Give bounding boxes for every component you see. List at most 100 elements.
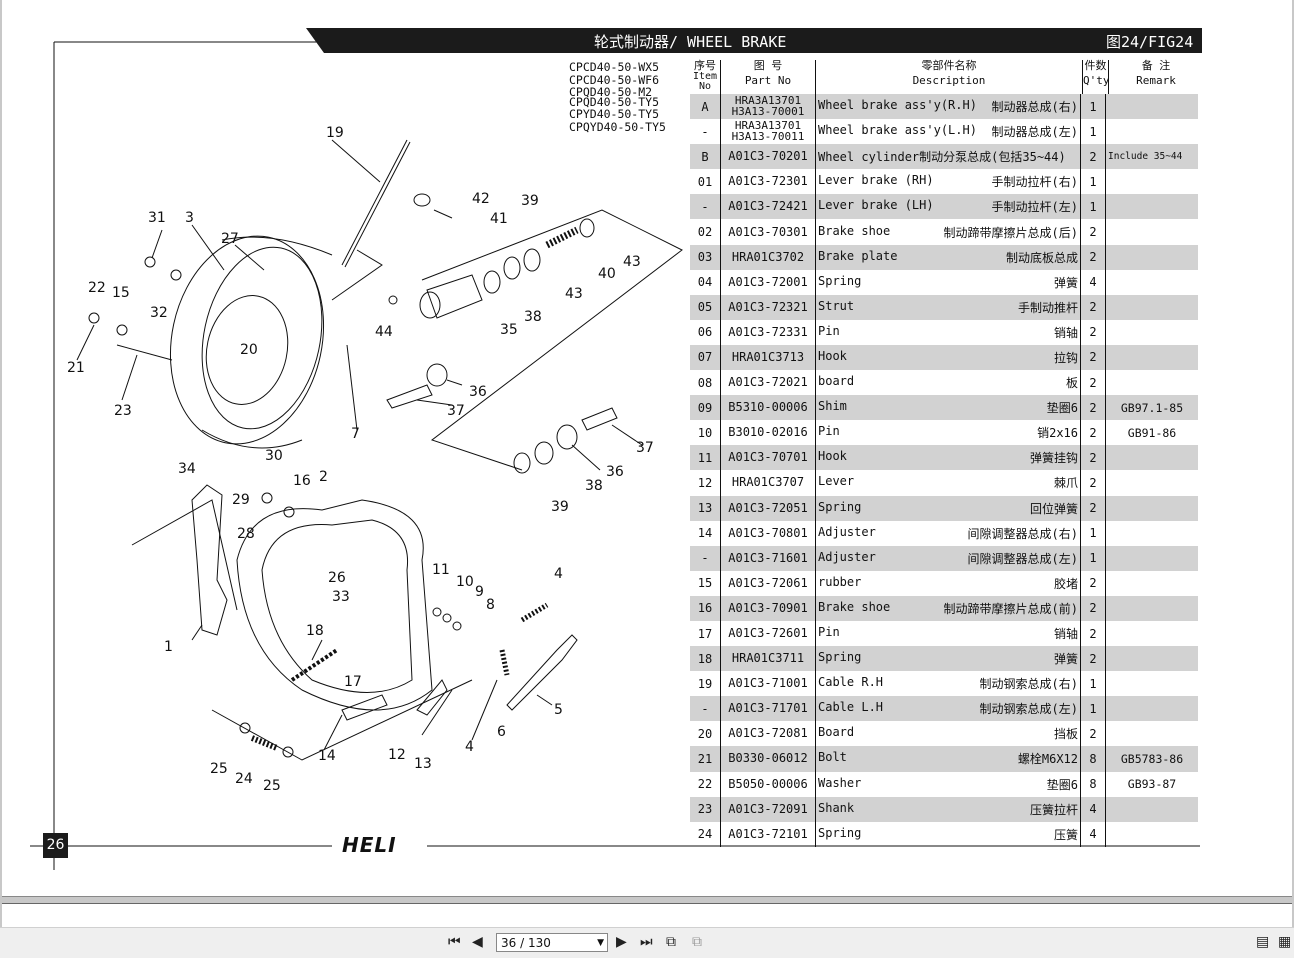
description-cn: 销2x16 <box>1037 426 1078 441</box>
description-cn: 螺栓M6X12 <box>1017 752 1078 767</box>
part-number-cell: A01C3-71601 <box>720 545 816 571</box>
part-number-cell: B3010-02016 <box>720 420 816 446</box>
callout-label: 37 <box>447 403 465 419</box>
item-no: 04 <box>697 275 713 290</box>
col-desc-cn: 零部件名称 <box>921 59 977 72</box>
part-number-cell: A01C3-70901 <box>720 595 816 621</box>
callout-label: 18 <box>306 623 324 639</box>
quantity: 2 <box>1080 244 1106 270</box>
description-cell: Lever brake (LH)手制动拉杆(左) <box>815 194 1081 220</box>
part-number-cell: A01C3-70701 <box>720 445 816 471</box>
description-cn: 压簧拉杆 <box>1029 802 1078 817</box>
quantity: 4 <box>1080 269 1106 295</box>
part-number: A01C3-71701 <box>728 701 808 716</box>
quantity: 2 <box>1080 721 1106 747</box>
description-cn: 销轴 <box>1053 627 1078 642</box>
item-no: B <box>690 144 721 170</box>
parts-table-header: 序号 Item No 图 号 Part No 零部件名称 Description… <box>690 56 1202 96</box>
quantity: 4 <box>1080 796 1106 822</box>
chevron-down-icon: ▼ <box>597 938 604 948</box>
brand-logo: HELI <box>342 833 397 857</box>
item-no: 19 <box>697 676 713 691</box>
quantity: 2 <box>1080 395 1106 421</box>
part-number: A01C3-70201 <box>728 149 808 164</box>
part-number: A01C3-72331 <box>728 324 808 339</box>
part-number: HRA01C3702 <box>731 249 805 264</box>
figure-number: 图24/FIG24 <box>1106 33 1194 51</box>
description-en: Wheel brake ass'y(R.H) <box>818 98 977 113</box>
callout-label: 43 <box>565 286 583 302</box>
page-title: 轮式制动器/ WHEEL BRAKE <box>594 33 787 51</box>
quantity: 1 <box>1080 194 1106 220</box>
last-page-icon[interactable]: ⏭ <box>640 934 653 950</box>
remark <box>1105 94 1198 120</box>
remark <box>1105 721 1198 747</box>
part-number-cell: A01C3-72001 <box>720 269 816 295</box>
item-no: - <box>690 545 721 571</box>
first-page-icon[interactable]: ⏮ <box>448 934 461 950</box>
part-number: A01C3-72421 <box>728 199 808 214</box>
col-rem-cn: 备 注 <box>1141 59 1171 72</box>
remark <box>1105 319 1198 345</box>
part-number: A01C3-70901 <box>728 600 808 615</box>
prev-page-icon[interactable]: ◀ <box>472 934 483 950</box>
quantity: 4 <box>1080 821 1106 847</box>
part-number: A01C3-72001 <box>728 274 808 289</box>
description-en: Shank <box>818 800 855 815</box>
remark <box>1105 495 1198 521</box>
part-number-cell: HRA01C3702 <box>720 244 816 270</box>
callout-label: 38 <box>585 478 603 494</box>
callout-label: 17 <box>344 674 362 690</box>
part-number-alt: H3A13-70011 <box>731 129 805 143</box>
part-number-cell: HRA01C3711 <box>720 646 816 672</box>
description-cn: 制动钢索总成(左) <box>979 702 1078 717</box>
quantity: 2 <box>1080 420 1106 446</box>
item-no: 10 <box>697 425 713 440</box>
next-page-icon[interactable]: ▶ <box>616 934 627 950</box>
quantity: 2 <box>1080 370 1106 396</box>
part-number: HRA01C3711 <box>731 651 805 666</box>
remark: GB91-86 <box>1105 420 1198 446</box>
description-en: Adjuster <box>818 549 876 564</box>
item-no: 09 <box>690 395 721 421</box>
col-pn-cn: 图 号 <box>753 59 783 72</box>
item-no: 18 <box>690 646 721 672</box>
remark <box>1105 671 1198 697</box>
description-en: Board <box>818 725 855 740</box>
quantity: 2 <box>1080 445 1106 471</box>
quantity: 2 <box>1080 294 1106 320</box>
description-en: Pin <box>818 323 840 338</box>
part-number: B0330-06012 <box>728 751 808 766</box>
part-number: A01C3-71001 <box>728 676 808 691</box>
model-item: CPCD40-50-WX5 <box>569 60 660 74</box>
col-pn-en: Part No <box>744 74 792 87</box>
callout-label: 6 <box>497 724 506 740</box>
item-no: 22 <box>697 777 713 792</box>
callout-label: 1 <box>164 639 173 655</box>
part-number: B5050-00006 <box>728 776 808 791</box>
part-number: A01C3-72081 <box>728 726 808 741</box>
page-selector[interactable]: 36 / 130 ▼ <box>496 933 608 952</box>
next-page-preview <box>2 903 1292 928</box>
page-number: 26 <box>43 833 68 858</box>
continuous-view-icon[interactable]: ▦ <box>1278 934 1292 950</box>
fit-page-icon[interactable]: ⧉ <box>666 934 676 950</box>
item-no: 13 <box>690 495 721 521</box>
two-page-icon[interactable]: ⧉ <box>692 934 702 950</box>
item-no: 20 <box>697 726 713 741</box>
description-en: Lever brake (RH) <box>818 173 934 188</box>
single-page-view-icon[interactable]: ▤ <box>1256 934 1270 950</box>
callout-label: 42 <box>472 191 490 207</box>
